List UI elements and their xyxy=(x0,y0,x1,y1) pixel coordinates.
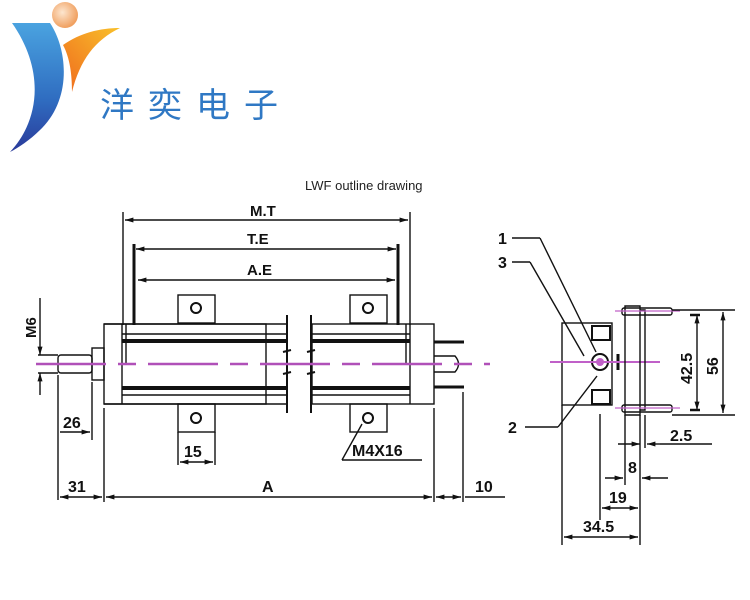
dim-m4x16: M4X16 xyxy=(352,443,403,460)
dim-26: 26 xyxy=(63,415,81,432)
company-logo xyxy=(10,2,120,152)
side-bracket xyxy=(624,305,641,416)
dim-mt: M.T xyxy=(250,203,276,220)
side-bracket-flange xyxy=(640,309,646,411)
side-view: 1 3 2 42.5 56 2.5 8 19 34.5 xyxy=(498,231,735,545)
dim-te: T.E xyxy=(247,231,269,248)
dim-19: 19 xyxy=(609,490,627,507)
callout-1-leader xyxy=(539,237,597,353)
bracket-bottom-left xyxy=(177,403,216,433)
side-terminal xyxy=(591,325,611,341)
logo-ball xyxy=(52,2,78,28)
dim-ae: A.E xyxy=(247,262,272,279)
dim-56: 56 xyxy=(705,357,722,375)
drawing-caption: LWF outline drawing xyxy=(305,178,423,193)
dim-10: 10 xyxy=(475,479,493,496)
logo-orange-swoosh xyxy=(63,28,120,92)
dim-15: 15 xyxy=(184,444,202,461)
screw-icon xyxy=(190,302,202,314)
callout-2-leader xyxy=(557,375,598,428)
dim-42-5: 42.5 xyxy=(679,353,696,384)
dim-31: 31 xyxy=(68,479,86,496)
side-body xyxy=(561,322,613,406)
logo-blue-swoosh xyxy=(10,23,64,152)
brand-name: 洋奕电子 xyxy=(100,86,292,126)
callout-3: 3 xyxy=(498,255,507,272)
dim-m6: M6 xyxy=(23,317,40,338)
dim-2-5: 2.5 xyxy=(670,428,692,445)
screw-icon xyxy=(190,412,202,424)
screw-icon xyxy=(362,302,374,314)
break-mark xyxy=(282,349,316,375)
side-terminal xyxy=(591,389,611,405)
callout-3-leader xyxy=(529,261,585,357)
dim-34-5: 34.5 xyxy=(583,519,614,536)
callout-2: 2 xyxy=(508,420,517,437)
bracket-top-left xyxy=(177,294,216,324)
front-view: M.T T.E A.E xyxy=(23,203,505,502)
callout-1: 1 xyxy=(498,231,507,248)
dim-a: A xyxy=(262,479,274,496)
bracket-bottom-right xyxy=(349,403,388,433)
screw-leader xyxy=(341,423,363,461)
dim-8: 8 xyxy=(628,460,637,477)
screw-icon xyxy=(362,412,374,424)
bracket-top-right xyxy=(349,294,388,324)
